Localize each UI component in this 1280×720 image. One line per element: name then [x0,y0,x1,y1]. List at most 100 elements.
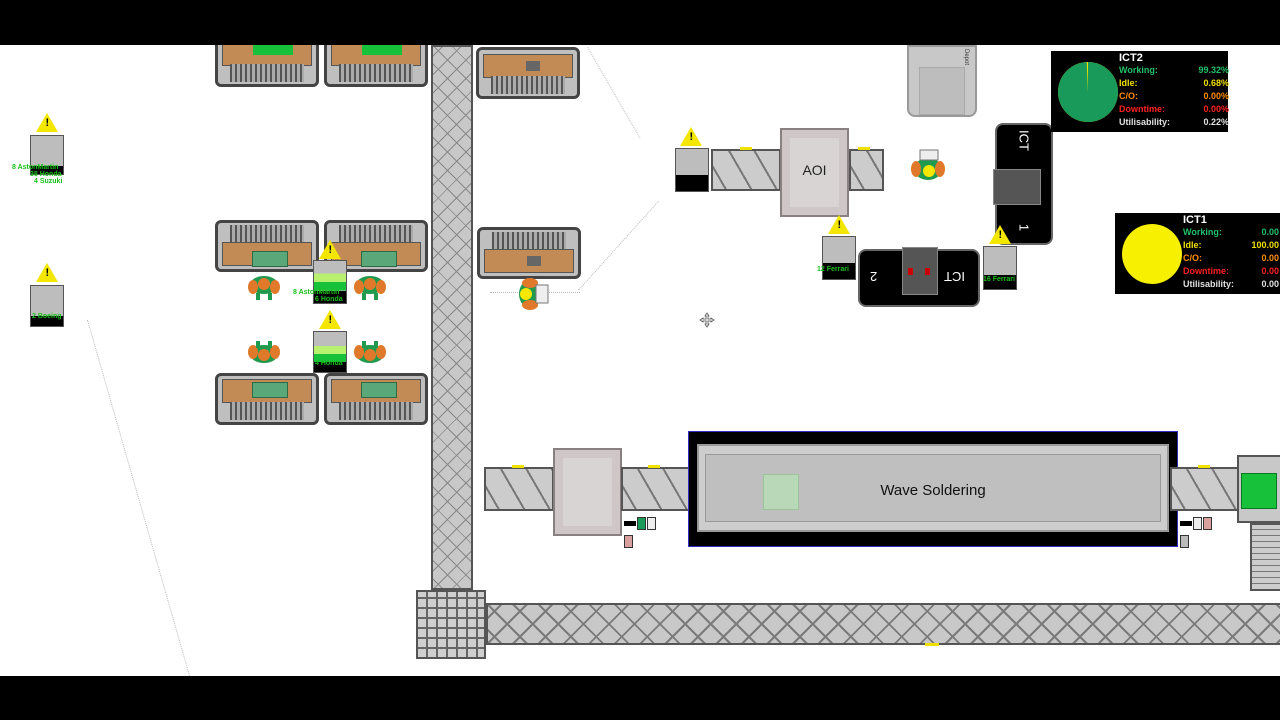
ict2-working-value: 99.32% [1198,65,1229,75]
ict2-stats-panel: ICT2 Working:99.32% Idle:0.68% C/O:0.00%… [1051,51,1229,132]
ict1-co-label: C/O: [1183,253,1202,263]
tool-cart[interactable] [1180,517,1216,548]
workbench-6[interactable] [477,227,581,279]
buffer-f-label: 16 Ferrari [983,276,1015,283]
sensor-marker [512,465,524,468]
ict1-idle-value: 100.00 [1251,240,1279,250]
aoi-machine[interactable]: AOI [780,128,849,217]
workbench-4[interactable] [215,220,319,272]
ict1-number: 1 [1016,223,1032,232]
workbench-2[interactable] [324,45,428,87]
warning-icon: ! [36,113,58,132]
ict2-downtime-label: Downtime: [1119,104,1165,114]
workbench-7[interactable] [215,373,319,425]
ict1-title: ICT1 [1183,214,1207,226]
operator-icon[interactable] [247,340,281,368]
buffer-a[interactable] [30,135,64,175]
ict1-co-value: 0.00 [1261,253,1279,263]
wave-soldering-machine[interactable]: Wave Soldering [688,431,1178,547]
output-conveyor[interactable] [1250,523,1280,591]
simulation-canvas[interactable]: ! 8 AstonMartin 38 Honda 4 Suzuki ! 2 Bo… [0,45,1280,676]
warning-icon: ! [989,225,1011,244]
ict1-machine[interactable]: ICT 1 [993,123,1053,245]
guide-line [87,320,190,676]
ict1-util-label: Utilisability: [1183,279,1235,289]
ict2-pie-chart [1058,62,1118,122]
ict1-stats-panel: ICT1 Working: 0.00 Idle: 100.00 C/O: 0.00 D… [1115,213,1280,294]
ict2-util-value: 0.22% [1203,117,1229,127]
workbench-3[interactable] [476,47,580,99]
wave-in-conveyor-1[interactable] [484,467,554,511]
ict2-idle-label: Idle: [1119,78,1138,88]
aoi-label: AOI [802,162,827,178]
sensor-marker [925,643,939,646]
move-cursor-icon [699,312,715,328]
wave-soldering-label: Wave Soldering [880,482,986,499]
operator-icon[interactable] [910,149,948,183]
buffer-d[interactable] [313,331,347,373]
wave-in-conveyor-2[interactable] [621,467,691,511]
guide-line [578,200,660,291]
depot-label: Depot [963,49,969,66]
ict1-working-value: 0.00 [1261,227,1279,237]
tool-cart[interactable] [624,517,660,548]
ict2-co-value: 0.00% [1203,91,1229,101]
ict2-number: 2 [870,269,878,284]
ict2-downtime-value: 0.00% [1203,104,1229,114]
bottom-horizontal-conveyor[interactable] [486,603,1280,645]
buffer-aoi-in[interactable] [675,148,709,192]
warning-icon: ! [680,127,702,146]
ict1-label: ICT [1016,130,1032,151]
ict2-idle-value: 0.68% [1203,78,1229,88]
ict2-label: ICT [944,269,965,284]
guide-line [587,47,641,139]
warning-icon: ! [828,215,850,234]
aoi-in-conveyor[interactable] [711,149,781,191]
warning-icon: ! [319,310,341,329]
board-in-oven [763,474,799,510]
output-station[interactable] [1237,455,1280,523]
main-vertical-conveyor[interactable] [431,45,473,590]
operator-icon[interactable] [353,273,387,301]
operator-icon[interactable] [247,273,281,301]
aoi-out-conveyor[interactable] [849,149,884,191]
workbench-8[interactable] [324,373,428,425]
sensor-marker [740,147,752,150]
warning-icon: ! [319,240,341,259]
ict2-util-label: Utilisability: [1119,117,1171,127]
operator-icon[interactable] [514,277,552,311]
buffer-c-label-2: 6 Honda [315,296,343,303]
ict1-working-label: Working: [1183,227,1222,237]
wave-out-conveyor[interactable] [1170,467,1240,511]
ict2-working-label: Working: [1119,65,1158,75]
buffer-a-label-2: 38 Honda [30,171,62,178]
ict2-machine[interactable]: 2 ICT [858,247,980,307]
operator-icon[interactable] [353,340,387,368]
conveyor-junction[interactable] [416,590,486,659]
sensor-marker [648,465,660,468]
ict1-idle-label: Idle: [1183,240,1202,250]
ict1-downtime-label: Downtime: [1183,266,1229,276]
ict1-util-value: 0.00 [1261,279,1279,289]
ict2-co-label: C/O: [1119,91,1138,101]
buffer-b[interactable] [30,285,64,327]
flux-machine[interactable] [553,448,622,536]
sensor-marker [1198,465,1210,468]
letterbox-top [0,0,1280,45]
depot-machine[interactable]: Depot [907,45,977,117]
buffer-f[interactable] [983,246,1017,290]
buffer-c[interactable] [313,260,347,304]
buffer-e-label: 12 Ferrari [817,266,849,273]
buffer-d-label: 4 Honda [315,360,343,367]
buffer-e[interactable] [822,236,856,280]
warning-icon: ! [36,263,58,282]
buffer-b-label: 2 Boeing [32,313,62,320]
buffer-a-label-1: 8 AstonMartin [12,164,59,171]
workbench-1[interactable] [215,45,319,87]
ict1-pie-chart [1122,224,1182,284]
sensor-marker [858,147,870,150]
buffer-c-label-1: 8 AstonMartin [293,289,340,296]
ict1-downtime-value: 0.00 [1261,266,1279,276]
buffer-a-label-3: 4 Suzuki [34,178,63,185]
letterbox-bottom [0,676,1280,720]
